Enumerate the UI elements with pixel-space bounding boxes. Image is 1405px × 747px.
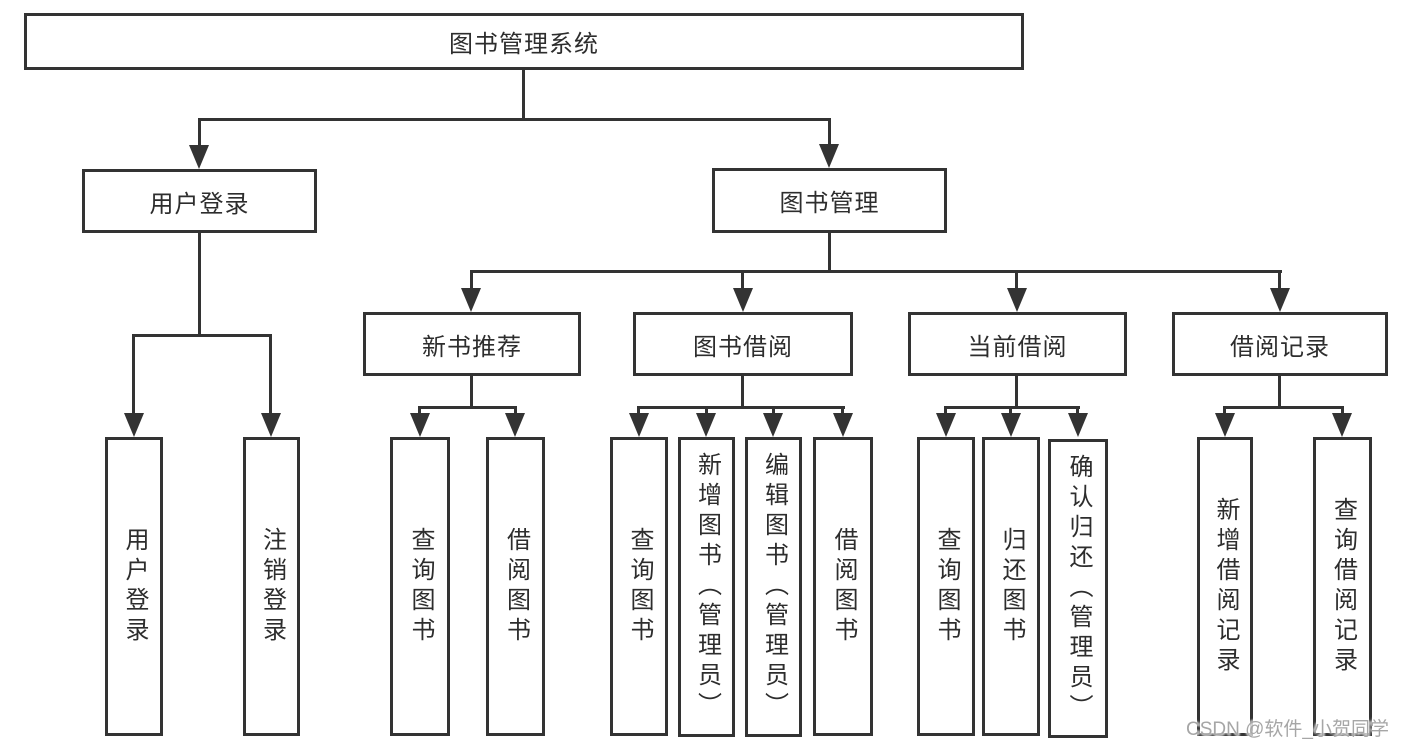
connector-line — [1015, 270, 1018, 292]
node-user-login-label: 用户登录 — [149, 190, 250, 218]
node-book-borrow: 图书借阅 — [633, 312, 853, 376]
connector-line — [828, 118, 831, 147]
leaf-newbooks-borrow-books: 借阅图书 — [486, 437, 545, 736]
leaf-borrow-query-books-label: 查询图书 — [626, 526, 653, 647]
connector-line — [522, 70, 525, 120]
connector-line — [418, 406, 421, 418]
leaf-current-query-books: 查询图书 — [917, 437, 975, 736]
connector-line — [944, 406, 1080, 409]
node-new-book-recommend-label: 新书推荐 — [422, 333, 522, 361]
connector-line — [198, 118, 831, 121]
csdn-watermark: CSDN @软件_小贺同学 — [1186, 719, 1389, 740]
connector-line — [1015, 376, 1018, 408]
node-root: 图书管理系统 — [24, 13, 1024, 70]
leaf-borrow-query-books: 查询图书 — [610, 437, 668, 736]
leaf-confirm-return-admin-label: 确认归还（管理员） — [1065, 453, 1092, 724]
connector-line — [418, 406, 517, 409]
leaf-confirm-return-admin: 确认归还（管理员） — [1048, 439, 1108, 738]
leaf-user-login-label: 用户登录 — [121, 526, 148, 647]
arrow-head — [505, 413, 525, 437]
connector-line — [198, 118, 201, 148]
leaf-user-login: 用户登录 — [105, 437, 163, 736]
connector-line — [741, 270, 744, 292]
leaf-return-book: 归还图书 — [982, 437, 1040, 736]
connector-line — [772, 406, 775, 418]
node-book-management: 图书管理 — [712, 168, 947, 233]
leaf-query-borrow-record: 查询借阅记录 — [1313, 437, 1372, 736]
connector-line — [470, 270, 473, 292]
arrow-head — [124, 413, 144, 437]
connector-line — [841, 406, 844, 418]
arrow-head — [819, 144, 839, 168]
arrow-head — [763, 413, 783, 437]
leaf-logout: 注销登录 — [243, 437, 300, 736]
leaf-add-book-admin: 新增图书（管理员） — [678, 437, 735, 737]
leaf-newbooks-query-books-label: 查询图书 — [407, 526, 434, 647]
connector-line — [741, 376, 744, 408]
node-borrow-records-label: 借阅记录 — [1230, 333, 1330, 361]
node-root-label: 图书管理系统 — [449, 31, 599, 58]
connector-line — [828, 233, 831, 272]
leaf-logout-label: 注销登录 — [258, 526, 286, 647]
connector-line — [1009, 406, 1012, 418]
connector-line — [1076, 406, 1079, 418]
node-book-borrow-label: 图书借阅 — [693, 333, 793, 361]
arrow-head — [1001, 413, 1021, 437]
connector-line — [132, 334, 272, 337]
arrow-head — [189, 145, 209, 169]
arrow-head — [629, 413, 649, 437]
leaf-add-borrow-record-label: 新增借阅记录 — [1212, 496, 1239, 677]
leaf-borrow-book-label: 借阅图书 — [830, 526, 857, 647]
arrow-head — [461, 288, 481, 312]
connector-line — [637, 406, 845, 409]
arrow-head — [410, 413, 430, 437]
arrow-head — [936, 413, 956, 437]
connector-line — [514, 406, 517, 418]
leaf-current-query-books-label: 查询图书 — [933, 526, 960, 647]
connector-line — [470, 270, 1282, 273]
leaf-borrow-book: 借阅图书 — [813, 437, 873, 736]
connector-line — [705, 406, 708, 418]
leaf-return-book-label: 归还图书 — [998, 526, 1025, 647]
arrow-head — [261, 413, 281, 437]
leaf-query-borrow-record-label: 查询借阅记录 — [1329, 496, 1357, 677]
connector-line — [132, 334, 135, 416]
leaf-newbooks-query-books: 查询图书 — [390, 437, 450, 736]
arrow-head — [1068, 413, 1088, 437]
node-borrow-records: 借阅记录 — [1172, 312, 1388, 376]
arrow-head — [833, 413, 853, 437]
arrow-head — [1332, 413, 1352, 437]
connector-line — [1341, 406, 1344, 418]
arrow-head — [733, 288, 753, 312]
connector-line — [1278, 270, 1281, 292]
arrow-head — [1007, 288, 1027, 312]
node-book-management-label: 图书管理 — [779, 190, 880, 217]
node-current-borrow-label: 当前借阅 — [967, 333, 1068, 361]
arrow-head — [696, 413, 716, 437]
leaf-add-book-admin-label: 新增图书（管理员） — [693, 452, 721, 722]
connector-line — [1223, 406, 1344, 409]
node-current-borrow: 当前借阅 — [908, 312, 1127, 376]
leaf-add-borrow-record: 新增借阅记录 — [1197, 437, 1253, 736]
connector-line — [1278, 376, 1281, 408]
node-new-book-recommend: 新书推荐 — [363, 312, 581, 376]
arrow-head — [1270, 288, 1290, 312]
leaf-newbooks-borrow-books-label: 借阅图书 — [502, 526, 530, 647]
connector-line — [198, 233, 201, 336]
connector-line — [637, 406, 640, 418]
arrow-head — [1215, 413, 1235, 437]
connector-line — [269, 334, 272, 416]
leaf-edit-book-admin-label: 编辑图书（管理员） — [760, 452, 788, 722]
leaf-edit-book-admin: 编辑图书（管理员） — [745, 437, 802, 737]
connector-line — [470, 376, 473, 408]
connector-line — [1223, 406, 1226, 418]
connector-line — [944, 406, 947, 418]
node-user-login: 用户登录 — [82, 169, 317, 233]
